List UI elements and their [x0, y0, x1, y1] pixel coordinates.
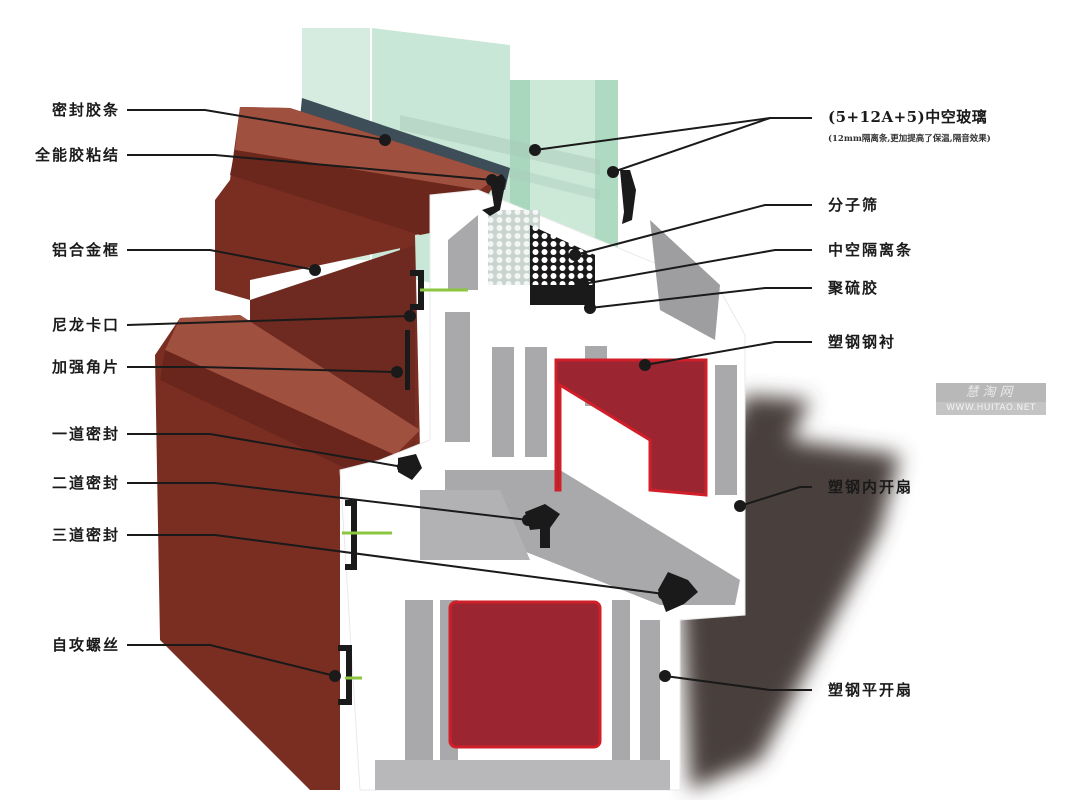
label-sealing-strip: 密封胶条	[51, 101, 120, 119]
label-molecular-sieve: 分子筛	[828, 196, 880, 214]
label-polysulfide-sealant: 聚硫胶	[828, 279, 880, 297]
label-first-seal: 一道密封	[51, 425, 120, 443]
label-aluminum-clad-frame: 铝合金框	[51, 241, 120, 259]
leader-dots-left	[309, 134, 670, 682]
label-inward-opening-sash: 塑钢内开扇	[828, 478, 914, 496]
leader-dots-right	[529, 144, 746, 682]
label-second-seal: 二道密封	[51, 474, 120, 492]
lower-aluminum-frame	[155, 315, 420, 790]
label-steel-lining: 塑钢钢衬	[828, 333, 897, 351]
steel-lining	[448, 358, 708, 749]
label-nylon-clip: 尼龙卡口	[51, 316, 120, 334]
label-third-seal: 三道密封	[51, 526, 120, 544]
label-casement-sash: 塑钢平开扇	[828, 681, 914, 699]
label-self-tapping-screw: 自攻螺丝	[51, 636, 120, 654]
watermark: 慧淘网 WWW.HUITAO.NET	[936, 383, 1046, 417]
label-hollow-spacer: 中空隔离条	[828, 241, 914, 259]
leader-lines-left	[126, 109, 665, 677]
label-insulated-glass-note: (12mm隔离条,更加提高了保温,隔音效果)	[828, 134, 991, 144]
self-tapping-screws	[342, 288, 468, 680]
rubber-gaskets	[338, 170, 698, 705]
glass-spacer-assembly	[488, 210, 595, 305]
leader-lines-right	[534, 117, 812, 691]
label-insulated-glass: (5+12A+5)中空玻璃	[828, 108, 988, 126]
pvc-profile-body	[339, 189, 746, 791]
label-universal-adhesive: 全能胶粘结	[34, 146, 120, 164]
label-reinforcing-corner: 加强角片	[51, 358, 120, 376]
watermark-url: WWW.HUITAO.NET	[936, 402, 1046, 415]
lower-steel-lining	[448, 600, 602, 749]
watermark-title: 慧淘网	[936, 383, 1046, 402]
